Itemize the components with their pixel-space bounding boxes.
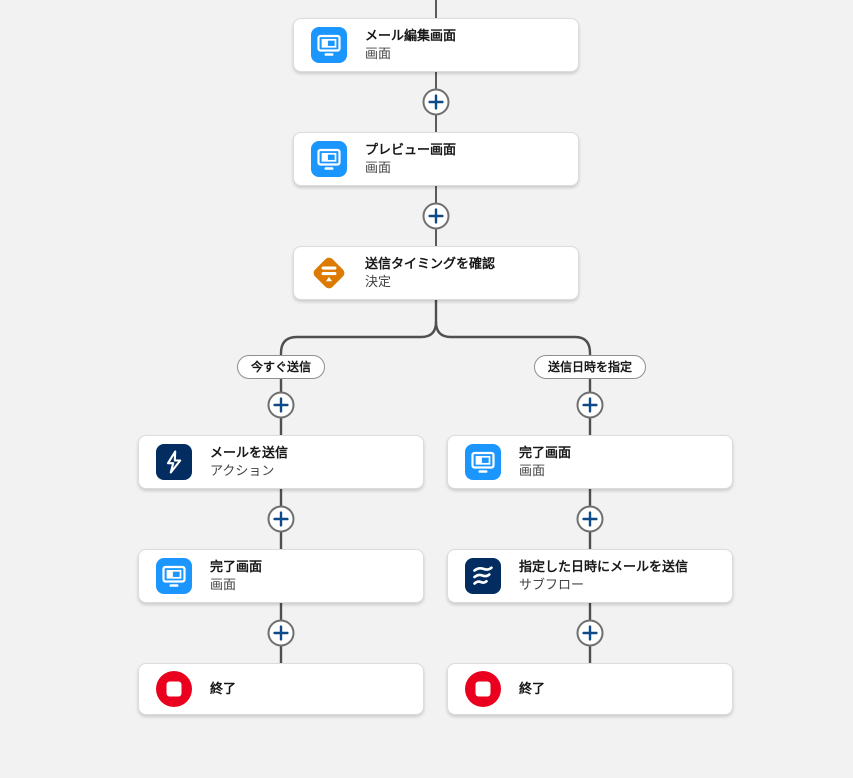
plus-icon <box>273 397 289 413</box>
branch-label-text: 送信日時を指定 <box>547 360 633 374</box>
add-element-button[interactable] <box>267 391 295 419</box>
add-element-button[interactable] <box>267 505 295 533</box>
flow-node-screen-complete-right[interactable]: 完了画面 画面 <box>447 435 733 489</box>
branch-label-text: 今すぐ送信 <box>250 360 312 374</box>
flow-node-action-send-mail[interactable]: メールを送信 アクション <box>138 435 424 489</box>
subflow-icon <box>463 556 503 596</box>
branch-label-scheduled-send: 送信日時を指定 <box>533 355 647 380</box>
decision-icon <box>309 253 349 293</box>
add-element-button[interactable] <box>422 88 450 116</box>
flow-node-end-right[interactable]: 終了 <box>447 663 733 715</box>
branch-label-send-now: 今すぐ送信 <box>236 355 326 380</box>
node-title: 指定した日時にメールを送信 <box>519 558 689 574</box>
add-element-button[interactable] <box>267 619 295 647</box>
plus-icon <box>273 625 289 641</box>
flow-node-subflow-scheduled-send[interactable]: 指定した日時にメールを送信 サブフロー <box>447 549 733 603</box>
flow-node-preview-screen[interactable]: プレビュー画面 画面 <box>293 132 579 186</box>
node-title: 終了 <box>519 680 546 696</box>
node-title: メール編集画面 <box>365 27 457 43</box>
node-title: 完了画面 <box>519 444 572 460</box>
flow-node-screen-complete-left[interactable]: 完了画面 画面 <box>138 549 424 603</box>
node-title: 完了画面 <box>210 558 263 574</box>
screen-icon <box>309 25 349 65</box>
add-element-button[interactable] <box>422 202 450 230</box>
node-subtitle: 決定 <box>365 273 392 289</box>
node-title: 終了 <box>210 680 237 696</box>
node-subtitle: サブフロー <box>519 576 585 592</box>
plus-icon <box>428 94 444 110</box>
plus-icon <box>582 511 598 527</box>
add-element-button[interactable] <box>576 391 604 419</box>
add-element-button[interactable] <box>576 619 604 647</box>
lightning-icon <box>154 442 194 482</box>
plus-icon <box>582 625 598 641</box>
plus-icon <box>428 208 444 224</box>
plus-icon <box>582 397 598 413</box>
node-subtitle: 画面 <box>365 159 392 175</box>
plus-icon <box>273 511 289 527</box>
add-element-button[interactable] <box>576 505 604 533</box>
flow-node-decision-send-timing[interactable]: 送信タイミングを確認 決定 <box>293 246 579 300</box>
node-title: 送信タイミングを確認 <box>365 255 496 271</box>
node-subtitle: 画面 <box>210 576 237 592</box>
stop-icon <box>154 669 194 709</box>
flow-node-end-left[interactable]: 終了 <box>138 663 424 715</box>
node-title: プレビュー画面 <box>365 141 457 157</box>
node-subtitle: アクション <box>210 462 275 478</box>
flow-node-mail-edit-screen[interactable]: メール編集画面 画面 <box>293 18 579 72</box>
stop-icon <box>463 669 503 709</box>
node-subtitle: 画面 <box>519 462 546 478</box>
screen-icon <box>309 139 349 179</box>
node-subtitle: 画面 <box>365 45 392 61</box>
screen-icon <box>154 556 194 596</box>
screen-icon <box>463 442 503 482</box>
node-title: メールを送信 <box>210 444 289 460</box>
